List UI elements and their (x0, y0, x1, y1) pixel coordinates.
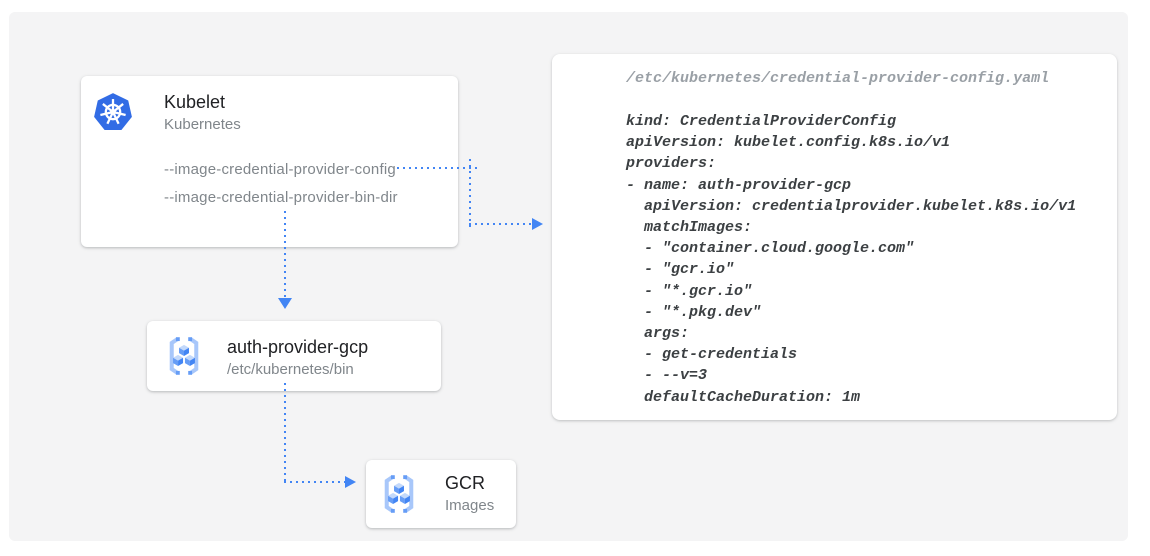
code-line: apiVersion: credentialprovider.kubelet.k… (626, 197, 1077, 215)
gcr-icon (161, 333, 207, 384)
auth-provider-gcp-card: auth-provider-gcp /etc/kubernetes/bin (147, 321, 441, 391)
flag-credential-provider-config: --image-credential-provider-config (164, 161, 396, 178)
flag-credential-provider-bin-dir: --image-credential-provider-bin-dir (164, 189, 398, 206)
gcr-title: GCR (445, 473, 485, 493)
code-line: - "gcr.io" (626, 261, 735, 279)
code-line: providers: (626, 155, 717, 173)
config-file-path: /etc/kubernetes/credential-provider-conf… (626, 70, 1050, 87)
kubelet-card: Kubelet Kubernetes --image-credential-pr… (81, 76, 458, 247)
code-line: kind: CredentialProviderConfig (626, 113, 897, 130)
code-line: - get-credentials (626, 346, 798, 364)
arrowhead-right-icon (532, 218, 543, 230)
code-line: apiVersion: kubelet.config.k8s.io/v1 (626, 134, 951, 152)
arrow-kubelet-to-auth-segment (284, 211, 286, 300)
arrow-auth-to-gcr-segment (284, 481, 346, 483)
arrow-config-to-panel-segment (469, 159, 471, 228)
code-line: - "*.gcr.io" (626, 282, 753, 300)
auth-provider-title: auth-provider-gcp (227, 337, 369, 357)
code-line: - name: auth-provider-gcp (626, 176, 852, 194)
kubernetes-icon (92, 91, 134, 138)
credential-provider-config-panel: /etc/kubernetes/credential-provider-conf… (552, 54, 1117, 420)
config-yaml-code: kind: CredentialProviderConfig apiVersio… (626, 111, 1076, 408)
arrow-config-to-panel-segment (469, 223, 532, 225)
auth-provider-path: /etc/kubernetes/bin (227, 361, 354, 378)
arrow-auth-to-gcr-segment (284, 383, 286, 482)
code-line: - "container.cloud.google.com" (626, 240, 915, 258)
gcr-icon (376, 471, 422, 522)
code-line: defaultCacheDuration: 1m (626, 388, 861, 406)
kubelet-title: Kubelet (164, 92, 226, 112)
code-line: args: (626, 325, 690, 343)
arrow-config-to-panel-segment (397, 167, 480, 169)
gcr-card: GCR Images (366, 460, 516, 528)
gcr-subtitle: Images (445, 497, 495, 514)
code-line: - --v=3 (626, 367, 708, 385)
diagram-canvas: Kubelet Kubernetes --image-credential-pr… (9, 12, 1128, 541)
code-line: matchImages: (626, 219, 753, 237)
arrowhead-right-icon (345, 476, 356, 488)
kubelet-flags: --image-credential-provider-config --ima… (164, 156, 398, 212)
kubelet-subtitle: Kubernetes (164, 116, 241, 133)
code-line: - "*.pkg.dev" (626, 303, 762, 321)
arrowhead-down-icon (278, 298, 292, 309)
